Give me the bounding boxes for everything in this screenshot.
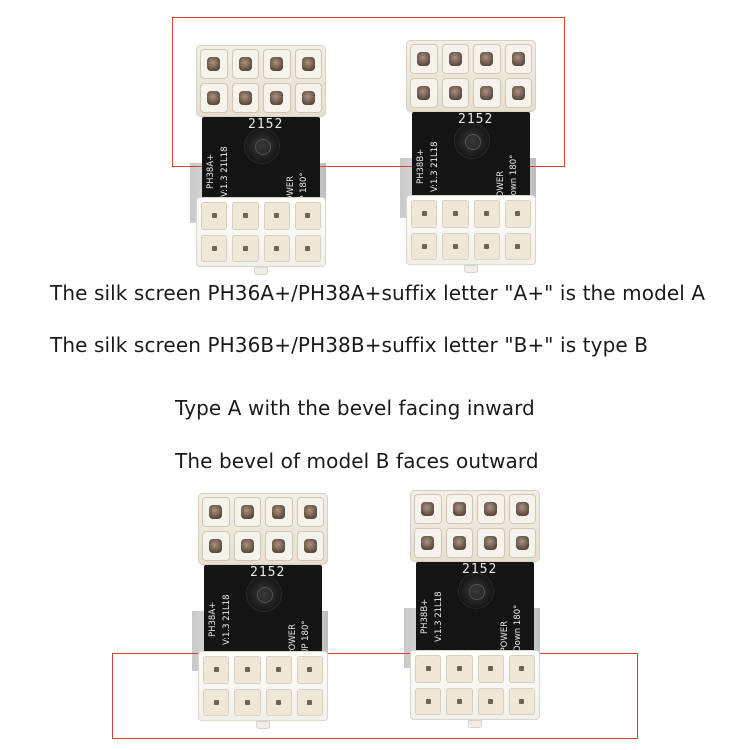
silk-version: V:1.3 21L18 — [220, 146, 230, 197]
top-connector — [410, 490, 540, 562]
adapter-a-bottom: 2152 PH38A+ V:1.3 21L18 PCIe POWER 8PIN … — [192, 493, 348, 729]
bottom-connector — [406, 195, 536, 265]
silk-code: 2152 — [462, 562, 498, 577]
highlight-bottom-connectors — [112, 653, 638, 739]
caption-bevel-a: Type A with the bevel facing inward — [175, 396, 535, 420]
silk-version: V:1.3 21L18 — [222, 594, 232, 645]
bottom-connector — [410, 650, 540, 720]
silk-version: V:1.3 21L18 — [430, 141, 440, 192]
silk-code: 2152 — [248, 117, 284, 132]
silk-code: 2152 — [250, 565, 286, 580]
top-connector — [406, 40, 536, 112]
seal-icon — [455, 124, 489, 158]
seal-icon — [459, 574, 493, 608]
silk-version: V:1.3 21L18 — [434, 591, 444, 642]
bottom-connector — [196, 197, 326, 267]
adapter-b-bottom: 2152 PH38B+ V:1.3 21L18 PCIe POWER 8PIN … — [404, 490, 560, 728]
highlight-top-connectors — [172, 17, 565, 167]
seal-icon — [245, 129, 279, 163]
caption-bevel-b: The bevel of model B faces outward — [175, 449, 539, 473]
latch — [256, 721, 270, 729]
bottom-connector — [198, 651, 328, 721]
seal-icon — [247, 577, 281, 611]
silk-model: PH38A+ — [208, 601, 218, 637]
top-connector — [196, 45, 326, 117]
latch — [468, 720, 482, 728]
caption-model-b: The silk screen PH36B+/PH38B+suffix lett… — [50, 333, 649, 357]
silk-model: PH38B+ — [416, 148, 426, 184]
silk-code: 2152 — [458, 112, 494, 127]
silk-model: PH38B+ — [420, 598, 430, 634]
latch — [464, 265, 478, 273]
silk-model: PH38A+ — [206, 153, 216, 189]
adapter-a-top: 2152 PH38A+ V:1.3 21L18 PCIe POWER 8PIN … — [190, 45, 346, 277]
latch — [254, 267, 268, 275]
caption-model-a: The silk screen PH36A+/PH38A+suffix lett… — [50, 281, 706, 305]
adapter-b-top: 2152 PH38B+ V:1.3 21L18 PCIe POWER 8PIN … — [400, 40, 556, 273]
top-connector — [198, 493, 328, 565]
